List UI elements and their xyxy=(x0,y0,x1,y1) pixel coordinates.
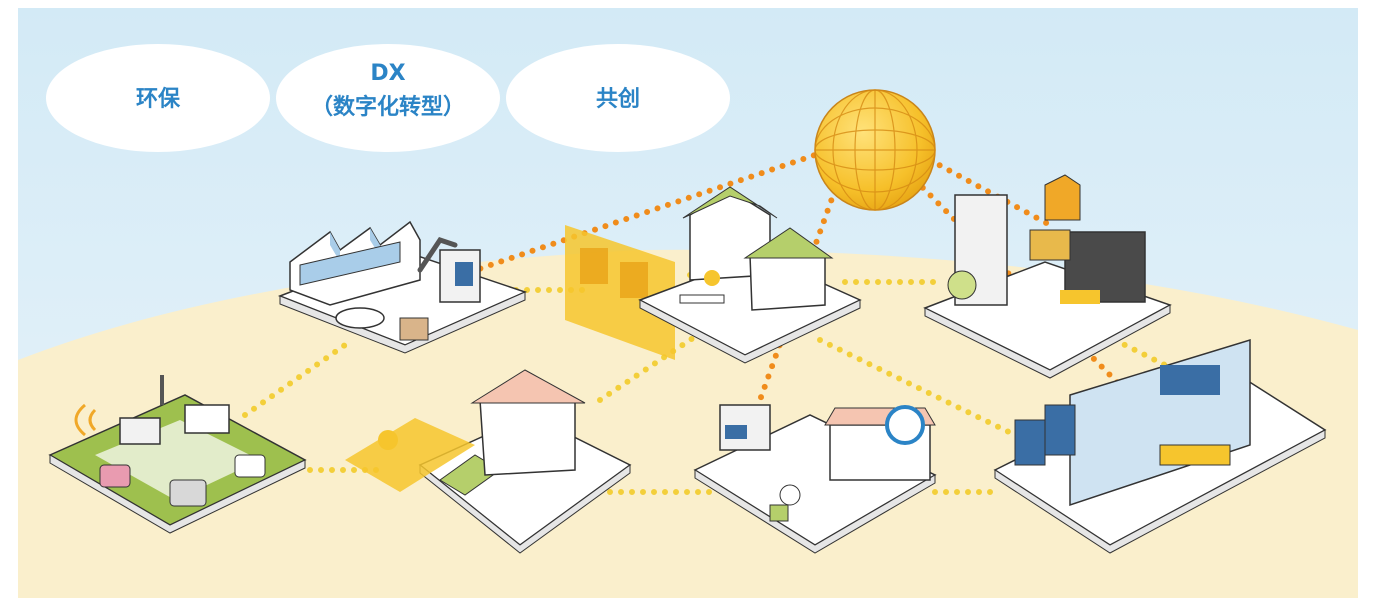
house-icon xyxy=(682,186,834,311)
box-icon xyxy=(399,317,429,341)
bubble-dx-title: DX xyxy=(370,61,405,86)
video-call-icon xyxy=(580,248,608,284)
robot-arm-icon xyxy=(417,237,481,303)
bubble-dx-subtitle: （数字化转型） xyxy=(311,94,465,120)
clothing-factory-tile xyxy=(923,174,1172,379)
video-call-panel xyxy=(565,225,675,360)
globe-icon xyxy=(814,89,936,211)
retail-display-icon xyxy=(1014,338,1251,507)
store-icon xyxy=(824,405,936,481)
smart-farm-icon xyxy=(119,375,164,445)
bubble-environment: 环保 xyxy=(46,44,270,152)
store-tile xyxy=(693,404,937,554)
printer-icon xyxy=(719,404,771,451)
house-icon xyxy=(470,369,586,476)
smart-farm-tile xyxy=(48,375,307,534)
bubble-cocreation: 共创 xyxy=(506,44,730,152)
retail-display-tile xyxy=(993,338,1327,554)
factory-tile xyxy=(277,220,528,354)
shoes-icon xyxy=(335,307,385,329)
houses-tile xyxy=(638,186,862,364)
delivery-truck-icon xyxy=(184,404,230,434)
yoga-tile xyxy=(345,369,632,554)
factory-icon xyxy=(289,220,421,306)
bubble-cocreation-label: 共创 xyxy=(596,87,640,112)
clothing-factory-icon xyxy=(954,174,1146,306)
bubble-environment-label: 环保 xyxy=(136,87,181,112)
bubble-dx: DX （数字化转型） xyxy=(276,44,500,152)
